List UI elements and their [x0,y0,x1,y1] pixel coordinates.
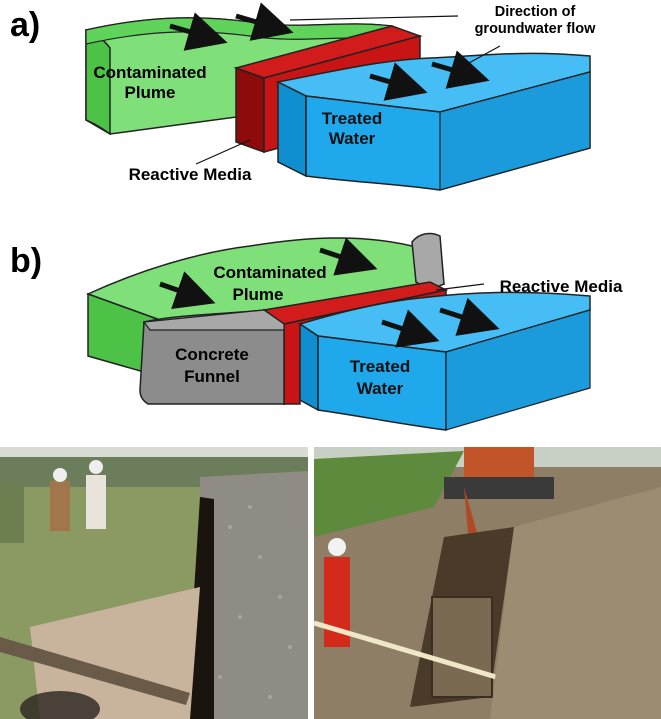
treated-label-a-1: Treated [322,109,382,128]
media-label-a: Reactive Media [129,165,252,184]
excavator-trench-photo [314,447,661,719]
treated-label-b-2: Water [357,379,404,398]
panel-a: a) Contaminated Plume [10,2,597,191]
funnel-label-1: Concrete [175,345,249,364]
flow-arrow-2 [235,2,294,41]
funnel-wing-right [411,232,445,291]
treated-label-a-2: Water [329,129,376,148]
media-leader-line-a [195,139,251,165]
treated-water-block-a [275,52,591,191]
plume-label-a-1: Contaminated [93,63,206,82]
diagrams: a) Contaminated Plume [10,2,623,431]
flow-leader-line-2 [455,45,501,71]
treated-water-block-b [298,291,591,431]
trench-pour-photo [0,447,308,719]
flow-label-2: groundwater flow [475,21,597,37]
flow-arrow-3 [369,62,428,101]
flow-arrow-b4 [439,297,500,336]
plume-label-a-2: Plume [124,83,175,102]
flow-arrow-b1 [159,271,216,310]
plume-label-b-2: Plume [232,285,283,304]
panel-b: b) [10,232,623,431]
treated-label-b-1: Treated [350,357,410,376]
panel-a-label: a) [10,6,40,44]
flow-arrow-1 [169,12,228,51]
plume-label-b-1: Contaminated [213,263,326,282]
flow-arrow-b3 [381,309,440,348]
flow-arrow-b2 [319,237,378,276]
panel-b-label: b) [10,242,42,280]
flow-leader-line [289,15,459,21]
flow-label-1: Direction of [495,4,576,20]
funnel-label-2: Funnel [184,367,240,386]
flow-arrow-4 [431,50,490,89]
media-leader-line-b [435,283,485,291]
media-label-b: Reactive Media [500,277,623,296]
concrete-funnel [139,309,285,405]
